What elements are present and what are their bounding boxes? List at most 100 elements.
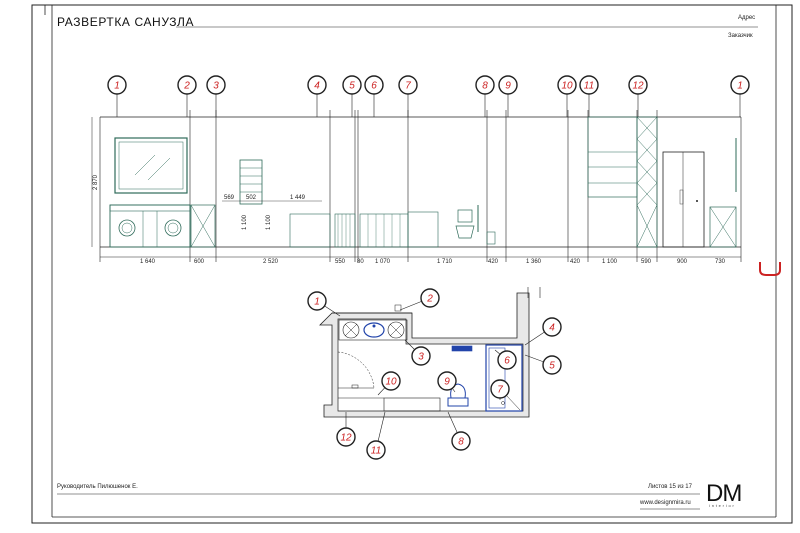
elevation-marker-1-label: 1: [114, 81, 120, 92]
plan-washer-left: [342, 321, 360, 339]
dim-13: 900: [677, 259, 688, 265]
elevation-marker-10-label: 10: [561, 81, 573, 92]
sheet-title: РАЗВЕРТКА САНУЗЛА: [57, 15, 195, 29]
dim-1: 1 640: [140, 259, 156, 265]
plan-marker-9: 9: [437, 371, 457, 393]
address-label: Адрес: [738, 15, 756, 21]
dim-3: 2 520: [263, 259, 279, 265]
dim-2: 600: [194, 259, 205, 265]
towel-rail: [239, 159, 263, 205]
elevation-marker-11-label: 11: [584, 81, 594, 92]
elevation-marker-2: 2: [177, 75, 197, 117]
toilet-bowl: [455, 225, 475, 239]
dim-10: 420: [570, 259, 581, 265]
elevation-marker-4-label: 4: [314, 81, 320, 92]
plan-marker-2-label: 2: [426, 294, 433, 305]
aux-dim-3: 1 449: [290, 195, 306, 201]
dim-14: 730: [715, 259, 726, 265]
height-dimension: 2 870: [93, 174, 99, 190]
elevation-marker-11: 11: [579, 75, 599, 117]
manager-label: Руководитель Пилюшенок Е.: [57, 484, 138, 490]
plan-marker-4: 4: [524, 317, 562, 346]
elevation-marker-6-label: 6: [371, 81, 377, 92]
wall-elevation: 2 870: [91, 75, 750, 265]
dim-9: 1 360: [526, 259, 542, 265]
company-logo: DM: [706, 480, 742, 507]
plan-marker-9-label: 9: [444, 377, 450, 388]
elevation-marker-13: 1: [730, 75, 750, 117]
aux-dim-4: 1 100: [242, 214, 248, 230]
door-swing: [337, 351, 375, 389]
elevation-marker-1: 1: [107, 75, 127, 117]
plan-marker-2: 2: [399, 288, 440, 311]
plan-marker-1: 1: [307, 291, 341, 317]
plan-marker-1-label: 1: [314, 297, 320, 308]
plan-toilet-cistern: [447, 397, 469, 407]
plan-marker-12: 12: [336, 412, 356, 447]
elevation-marker-4: 4: [307, 75, 327, 117]
plan-marker-10: 10: [377, 371, 401, 396]
plan-towel-rail: [451, 345, 473, 352]
dim-8: 420: [488, 259, 499, 265]
red-bracket-mark: [759, 262, 781, 276]
dim-5: 80: [357, 259, 364, 265]
elevation-marker-8-label: 8: [482, 81, 488, 92]
washing-machine-right: [164, 219, 182, 237]
elevation-marker-3-label: 3: [213, 81, 219, 92]
dim-6: 1 070: [375, 259, 391, 265]
elevation-marker-9: 9: [498, 75, 518, 117]
washing-machine-left: [118, 219, 136, 237]
vanity-cabinet: [109, 204, 191, 248]
plan-toilet: [450, 383, 466, 399]
elevation-marker-7-label: 7: [405, 81, 411, 92]
elevation-marker-8: 8: [475, 75, 495, 117]
toilet-cistern: [457, 209, 473, 223]
entrance-door: [662, 151, 705, 248]
elevation-marker-3: 3: [206, 75, 226, 117]
plan-marker-6: 6: [494, 349, 517, 370]
plan-marker-7-label: 7: [497, 385, 503, 396]
plan-marker-7: 7: [490, 379, 510, 400]
plan-sink: [363, 322, 385, 338]
plan-marker-3: 3: [404, 339, 431, 366]
plan-marker-4-label: 4: [549, 323, 555, 334]
dim-7: 1 710: [437, 259, 453, 265]
plan-marker-8-label: 8: [458, 437, 464, 448]
dim-12: 590: [641, 259, 652, 265]
elevation-marker-2-label: 2: [183, 81, 190, 92]
elevation-marker-9-label: 9: [505, 81, 511, 92]
plan-marker-12-label: 12: [340, 433, 352, 444]
plan-marker-8: 8: [447, 411, 471, 451]
elevation-marker-7: 7: [398, 75, 418, 117]
plan-washer-right: [387, 321, 405, 339]
plan-marker-5-label: 5: [549, 361, 555, 372]
aux-dim-2: 502: [246, 195, 257, 201]
plan-shower: [485, 344, 523, 412]
elevation-marker-5-label: 5: [349, 81, 355, 92]
elevation-marker-6: 6: [364, 75, 384, 117]
plan-marker-11-label: 11: [371, 446, 381, 457]
elevation-marker-12-label: 12: [632, 81, 644, 92]
plan-marker-10-label: 10: [385, 377, 397, 388]
aux-dim-5: 1 100: [266, 214, 272, 230]
elevation-marker-13-label: 1: [737, 81, 743, 92]
elevation-marker-5: 5: [342, 75, 362, 117]
plan-marker-5: 5: [524, 354, 562, 375]
outer-frame: [31, 4, 793, 524]
elevation-marker-12: 12: [628, 75, 648, 117]
plan-marker-3-label: 3: [418, 352, 424, 363]
client-label: Заказчик: [728, 33, 753, 39]
aux-dim-1: 569: [224, 195, 235, 201]
shelving-unit: [587, 116, 638, 198]
plan-marker-11: 11: [366, 411, 386, 460]
plan-marker-6-label: 6: [504, 356, 510, 367]
elevation-marker-10: 10: [557, 75, 577, 117]
dim-11: 1 100: [602, 259, 618, 265]
website-label: www.designmira.ru: [640, 500, 691, 506]
mirror: [114, 137, 188, 194]
sheet-count: Листов 15 из 17: [648, 484, 692, 490]
dim-4: 550: [335, 259, 346, 265]
